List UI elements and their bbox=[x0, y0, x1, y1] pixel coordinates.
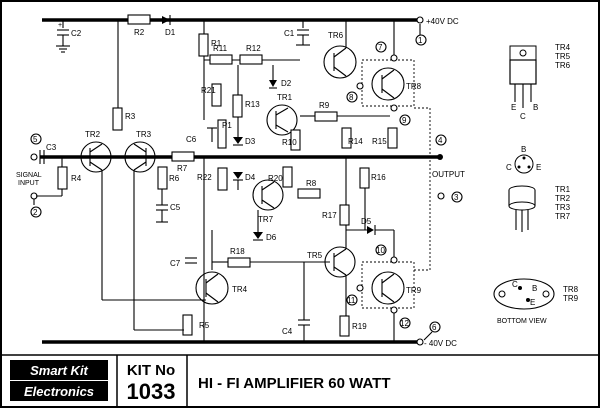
r10-label: R10 bbox=[282, 138, 297, 147]
brand-line-1: Smart Kit bbox=[30, 363, 88, 378]
c6-label: C6 bbox=[186, 135, 197, 144]
r1-label: R1 bbox=[211, 39, 222, 48]
tr8-label: TR8 bbox=[406, 82, 422, 91]
tr3-label: TR3 bbox=[136, 130, 152, 139]
node-4: 4 bbox=[438, 136, 443, 145]
d6-label: D6 bbox=[266, 233, 277, 242]
bottom-view-label: BOTTOM VIEW bbox=[497, 318, 547, 325]
to3-name-1: TR8 bbox=[563, 285, 579, 294]
r15-label: R15 bbox=[372, 137, 387, 146]
r8-label: R8 bbox=[306, 179, 317, 188]
tr7-label: TR7 bbox=[258, 215, 274, 224]
r12-label: R12 bbox=[246, 44, 261, 53]
to220-pin-b: B bbox=[533, 103, 538, 112]
r22-label: R22 bbox=[197, 173, 212, 182]
kit-number: 1033 bbox=[127, 379, 176, 404]
r19-label: R19 bbox=[352, 322, 367, 331]
r18-label: R18 bbox=[230, 247, 245, 256]
c1-label: C1 bbox=[284, 29, 295, 38]
to220-name-2: TR5 bbox=[555, 52, 571, 61]
d2-label: D2 bbox=[281, 79, 292, 88]
r11-label: R11 bbox=[213, 44, 228, 53]
kit-no-label: KIT No bbox=[127, 362, 175, 379]
c4-label: C4 bbox=[282, 327, 293, 336]
c3-label: C3 bbox=[46, 143, 57, 152]
r20-label: R20 bbox=[268, 174, 283, 183]
r9-label: R9 bbox=[319, 101, 330, 110]
negative-supply-label: - 40V DC bbox=[424, 339, 457, 348]
tr2-label: TR2 bbox=[85, 130, 101, 139]
tr6-label: TR6 bbox=[328, 31, 344, 40]
node-11: 11 bbox=[347, 296, 356, 305]
c5-label: C5 bbox=[170, 203, 181, 212]
output-label: OUTPUT bbox=[432, 170, 465, 179]
to220-name-3: TR6 bbox=[555, 61, 571, 70]
node-5: 5 bbox=[33, 135, 38, 144]
to39-pin-c: C bbox=[506, 163, 512, 172]
page-title: HI - FI AMPLIFIER 60 WATT bbox=[198, 375, 391, 392]
to220-pin-e: E bbox=[511, 103, 516, 112]
to3-pin-c: C bbox=[512, 280, 518, 289]
to220-name-1: TR4 bbox=[555, 43, 571, 52]
to39-pin-e: E bbox=[536, 163, 541, 172]
node-8: 8 bbox=[349, 93, 354, 102]
to3-pin-e: E bbox=[530, 298, 535, 307]
node-2: 2 bbox=[33, 208, 38, 217]
node-1: 1 bbox=[418, 36, 423, 45]
d1-label: D1 bbox=[165, 28, 176, 37]
r17-label: R17 bbox=[322, 211, 337, 220]
signal-input-label-2: INPUT bbox=[18, 180, 40, 187]
r16-label: R16 bbox=[371, 173, 386, 182]
tr9-label: TR9 bbox=[406, 286, 422, 295]
to39-name-1: TR1 bbox=[555, 185, 571, 194]
r4-label: R4 bbox=[71, 174, 82, 183]
r2-label: R2 bbox=[134, 28, 145, 37]
tr5-label: TR5 bbox=[307, 251, 323, 260]
r13-label: R13 bbox=[245, 100, 260, 109]
r6-label: R6 bbox=[169, 174, 180, 183]
node-6: 6 bbox=[432, 323, 437, 332]
brand-line-2: Electronics bbox=[24, 384, 94, 399]
to3-pin-b: B bbox=[532, 284, 537, 293]
d4-label: D4 bbox=[245, 173, 256, 182]
positive-supply-label: +40V DC bbox=[426, 17, 459, 26]
r14-label: R14 bbox=[348, 137, 363, 146]
c7-label: C7 bbox=[170, 259, 181, 268]
node-10: 10 bbox=[376, 246, 385, 255]
to220-pin-c: C bbox=[520, 112, 526, 121]
to39-pin-b: B bbox=[521, 145, 526, 154]
d5-label: D5 bbox=[361, 217, 372, 226]
to39-name-2: TR2 bbox=[555, 194, 571, 203]
brand-logo: Smart Kit Electronics bbox=[10, 360, 108, 401]
r7-label: R7 bbox=[177, 164, 188, 173]
d3-label: D3 bbox=[245, 137, 256, 146]
node-12: 12 bbox=[400, 319, 409, 328]
to39-name-3: TR3 bbox=[555, 203, 571, 212]
r21-label: R21 bbox=[201, 86, 216, 95]
node-3: 3 bbox=[454, 193, 459, 202]
tr4-label: TR4 bbox=[232, 285, 248, 294]
to39-name-4: TR7 bbox=[555, 212, 571, 221]
r3-label: R3 bbox=[125, 112, 136, 121]
to3-name-2: TR9 bbox=[563, 294, 579, 303]
svg-text:+: + bbox=[58, 22, 62, 29]
signal-input-label-1: SIGNAL bbox=[16, 172, 42, 179]
c2-label: C2 bbox=[71, 29, 82, 38]
tr1-label: TR1 bbox=[277, 93, 293, 102]
node-7: 7 bbox=[378, 43, 383, 52]
node-9: 9 bbox=[402, 116, 407, 125]
p1-label: P1 bbox=[222, 121, 232, 130]
